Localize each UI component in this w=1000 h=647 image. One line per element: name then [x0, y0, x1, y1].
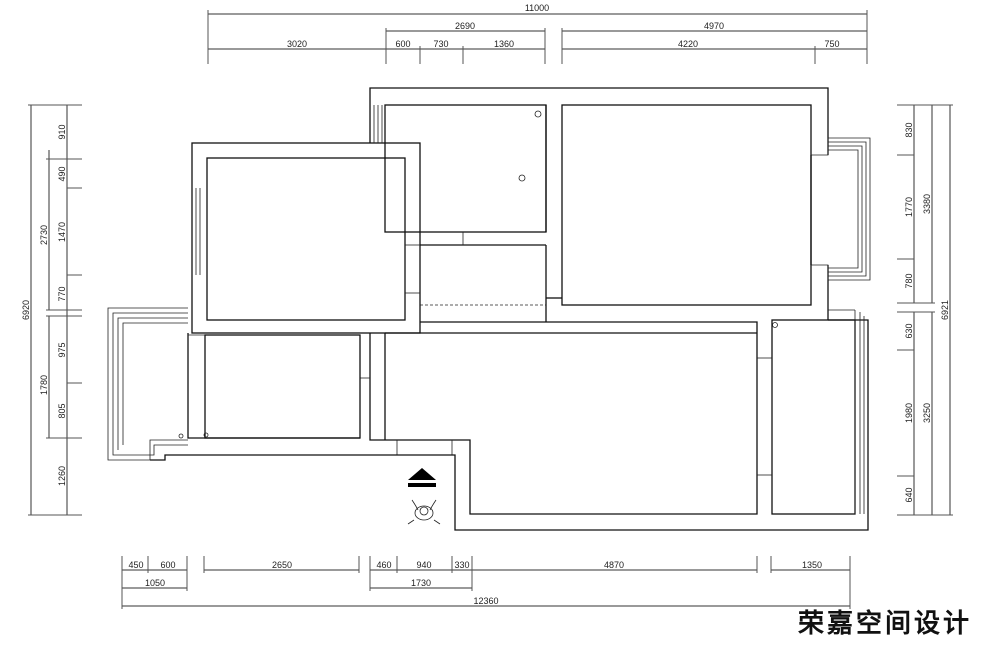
dim-label: 805: [57, 403, 67, 418]
right-dimensions: 830 1770 780 630 1980 640 3380 3250 6921: [897, 104, 953, 516]
dim-label: 770: [57, 286, 67, 301]
dim-label: 1780: [39, 375, 49, 395]
top-dimensions: 11000 2690 4970 3020 600 730 1360 4220 7…: [207, 3, 868, 64]
walls: [107, 87, 871, 531]
dim-label: 940: [416, 560, 431, 570]
company-logo: 荣嘉空间设计: [798, 608, 972, 639]
dim-label: 460: [376, 560, 391, 570]
dim-label: 4220: [678, 39, 698, 49]
dim-label: 1470: [57, 222, 67, 242]
dim-label: 1350: [802, 560, 822, 570]
dim-label: 600: [160, 560, 175, 570]
dim-label: 910: [57, 124, 67, 139]
dim-label: 6921: [940, 300, 950, 320]
dim-label: 1980: [904, 403, 914, 423]
dim-label: 975: [57, 342, 67, 357]
dim-label: 1260: [57, 466, 67, 486]
dim-label: 1050: [145, 578, 165, 588]
dim-label: 630: [904, 323, 914, 338]
dim-label: 3250: [922, 403, 932, 423]
balcony-left: [107, 307, 188, 461]
dim-label: 750: [824, 39, 839, 49]
left-dimensions: 6920 2730 1780 910 490 1470 770 975 805 …: [21, 104, 82, 516]
person-figure-icon: [407, 499, 441, 525]
dim-label: 2730: [39, 225, 49, 245]
dim-label: 600: [395, 39, 410, 49]
dim-label: 2650: [272, 560, 292, 570]
dim-label: 1770: [904, 197, 914, 217]
dim-label: 4970: [704, 21, 724, 31]
entrance-arrow-icon: [408, 468, 436, 487]
dim-label: 830: [904, 122, 914, 137]
dim-label: 6920: [21, 300, 31, 320]
bottom-dimensions: 450 600 2650 460 940 330 4870 1350 1050 …: [121, 556, 851, 609]
dim-label: 780: [904, 273, 914, 288]
bay-window: [810, 137, 871, 281]
dim-label: 11000: [525, 3, 549, 13]
dim-label: 12360: [473, 596, 498, 606]
dim-label: 330: [454, 560, 469, 570]
dim-label: 490: [57, 166, 67, 181]
dim-label: 4870: [604, 560, 624, 570]
dim-label: 450: [128, 560, 143, 570]
dim-label: 1360: [494, 39, 514, 49]
dim-label: 3380: [922, 194, 932, 214]
dim-label: 2690: [455, 21, 475, 31]
dim-label: 640: [904, 487, 914, 502]
dim-label: 1730: [411, 578, 431, 588]
dim-label: 3020: [287, 39, 307, 49]
dim-label: 730: [433, 39, 448, 49]
